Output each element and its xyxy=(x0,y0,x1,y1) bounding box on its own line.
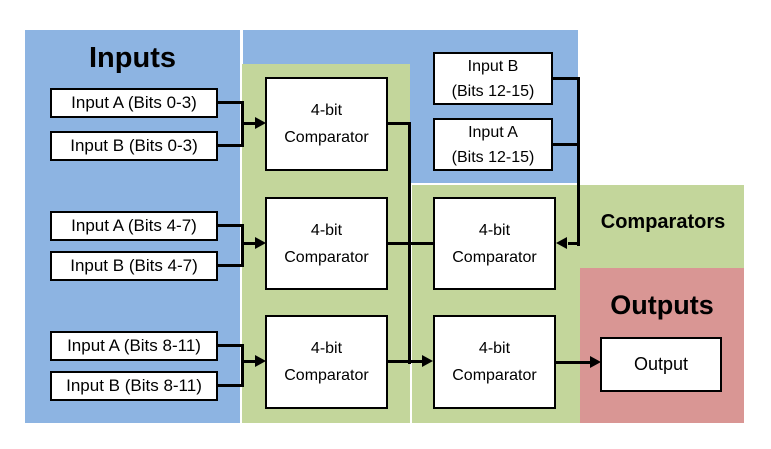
connector-line xyxy=(218,224,244,227)
arrowhead xyxy=(422,355,433,367)
comparator-box-5: 4-bit Comparator xyxy=(433,315,556,409)
connector-line xyxy=(553,143,580,146)
input-a-bits-8-11-box: Input A (Bits 8-11) xyxy=(50,331,218,361)
arrowhead xyxy=(556,237,567,249)
input-a-bits-12-15-box: Input A (Bits 12-15) xyxy=(433,118,553,171)
output-box: Output xyxy=(600,337,722,392)
input-a-bits-4-7-box: Input A (Bits 4-7) xyxy=(50,211,218,241)
connector-line xyxy=(218,144,244,147)
arrowhead xyxy=(255,117,266,129)
connector-line xyxy=(241,224,244,267)
connector-line xyxy=(553,77,580,80)
connector-line xyxy=(241,242,256,245)
arrowhead xyxy=(590,356,601,368)
connector-line xyxy=(577,77,580,246)
inputs-title: Inputs xyxy=(89,42,176,74)
outputs-title: Outputs xyxy=(610,290,714,320)
connector-line xyxy=(218,384,244,387)
arrowhead xyxy=(255,355,266,367)
input-b-bits-12-15-box: Input B (Bits 12-15) xyxy=(433,52,553,105)
connector-line xyxy=(218,101,244,104)
connector-line xyxy=(388,242,433,245)
connector-line xyxy=(241,344,244,387)
arrowhead xyxy=(255,237,266,249)
input-b-bits-8-11-box: Input B (Bits 8-11) xyxy=(50,371,218,401)
comparator-box-1: 4-bit Comparator xyxy=(265,77,388,171)
connector-line xyxy=(218,264,244,267)
input-b-bits-4-7-box: Input B (Bits 4-7) xyxy=(50,251,218,281)
comparators-title: Comparators xyxy=(600,211,726,233)
input-b-bits-0-3-box: Input B (Bits 0-3) xyxy=(50,131,218,161)
connector-line xyxy=(241,360,256,363)
comparator-box-2: 4-bit Comparator xyxy=(265,197,388,290)
input-a-bits-0-3-box: Input A (Bits 0-3) xyxy=(50,88,218,118)
comparator-box-3: 4-bit Comparator xyxy=(265,315,388,409)
connector-line xyxy=(241,122,256,125)
connector-line xyxy=(388,122,411,125)
connector-line xyxy=(388,360,423,363)
comparator-box-4: 4-bit Comparator xyxy=(433,197,556,290)
connector-line xyxy=(568,242,580,245)
connector-line xyxy=(556,361,591,364)
connector-line xyxy=(218,344,244,347)
